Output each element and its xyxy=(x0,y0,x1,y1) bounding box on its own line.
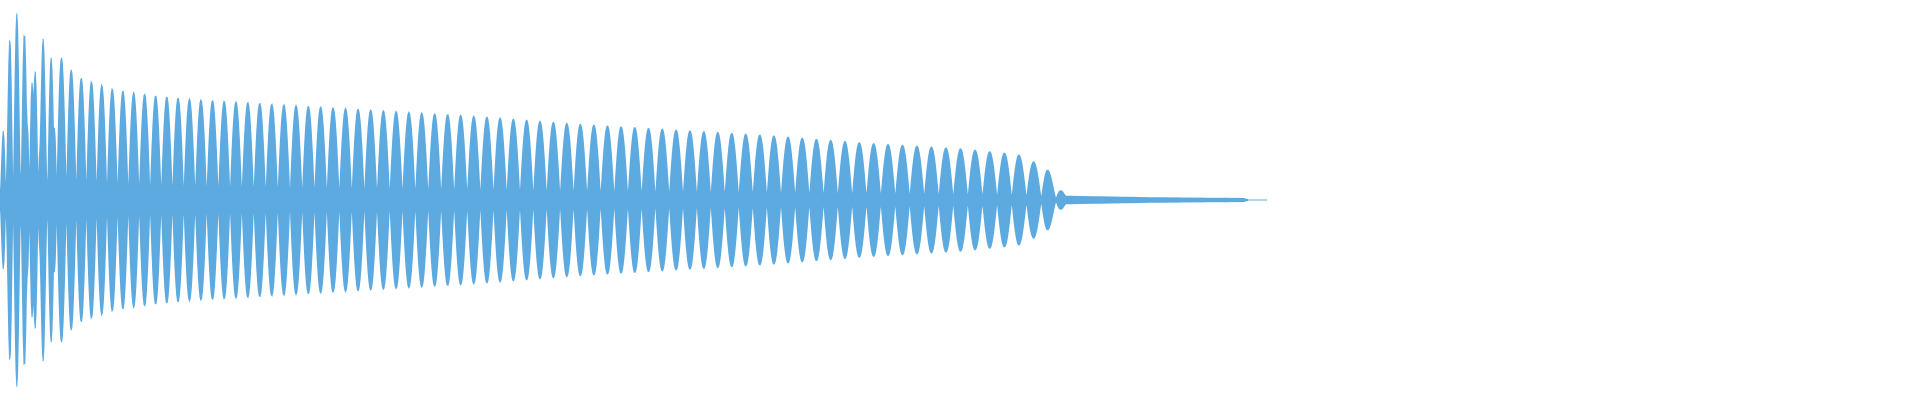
waveform-group xyxy=(0,13,1268,387)
